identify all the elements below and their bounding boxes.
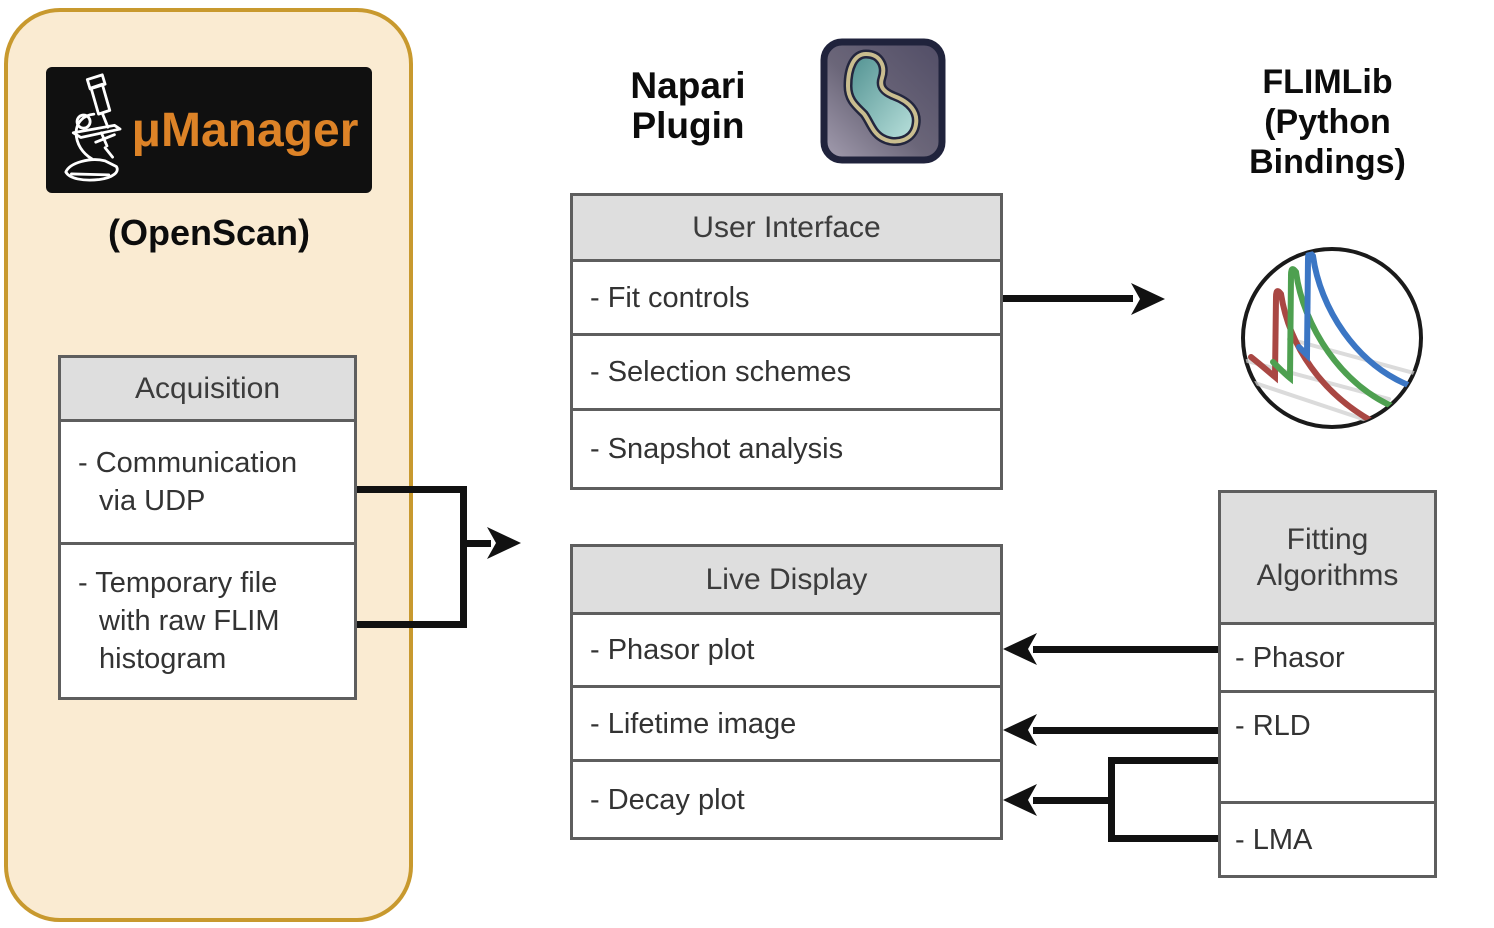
fitting-algorithms-header: Fitting Algorithms <box>1221 493 1434 625</box>
acquisition-box: Acquisition - Communication via UDP - Te… <box>58 355 357 700</box>
arrow-merged-to-decay-plot-head <box>1003 784 1037 816</box>
ld-item-phasor-plot: - Phasor plot <box>590 634 755 666</box>
connector-acquisition-bottom-line <box>357 621 467 628</box>
arrow-ui-to-flimlib-head <box>1131 283 1165 315</box>
ld-item-decay-plot: - Decay plot <box>573 759 1000 837</box>
ld-item-lifetime-image: - Lifetime image <box>573 685 1000 759</box>
connector-acquisition-vertical <box>460 486 467 628</box>
fa-item-lma: - LMA <box>1221 801 1434 875</box>
umanager-logo-text: μManager <box>131 103 359 157</box>
acquisition-header: Acquisition <box>61 358 354 422</box>
openscan-subtitle: (OpenScan) <box>107 212 311 253</box>
arrow-rld-to-lifetime-image-shaft <box>1033 727 1218 734</box>
acquisition-item-temp-file: - Temporary file with raw FLIM histogram <box>61 542 354 697</box>
user-interface-box: User Interface - Fit controls - Selectio… <box>570 193 1003 490</box>
arrow-phasor-to-phasor-plot-shaft <box>1033 646 1218 653</box>
napari-title: Napari Plugin <box>630 65 746 146</box>
connector-acquisition-top-line <box>357 486 467 493</box>
decay-curves-illustration <box>1241 247 1423 429</box>
fa-item-rld: - RLD <box>1221 690 1434 801</box>
arrow-acquisition-to-napari-head <box>487 527 521 559</box>
arrow-rld-to-lifetime-image-head <box>1003 714 1037 746</box>
connector-rld-branch-line <box>1108 757 1218 764</box>
connector-lma-branch-line <box>1108 835 1218 842</box>
fa-item-phasor: - Phasor <box>1235 641 1345 674</box>
napari-blob-icon <box>820 38 946 164</box>
live-display-header: Live Display <box>573 547 1000 615</box>
fitting-algorithms-box: Fitting Algorithms - Phasor - RLD - LMA <box>1218 490 1437 878</box>
arrow-merged-to-decay-plot-shaft <box>1033 797 1113 804</box>
live-display-box: Live Display - Phasor plot - Lifetime im… <box>570 544 1003 840</box>
microscope-icon <box>64 73 122 182</box>
flimlib-title: FLIMLib (Python Bindings) <box>1249 63 1406 181</box>
ui-item-selection-schemes: - Selection schemes <box>573 333 1000 408</box>
umanager-logo: μManager <box>46 67 372 193</box>
arrow-phasor-to-phasor-plot-head <box>1003 633 1037 665</box>
ui-item-fit-controls: - Fit controls <box>590 281 750 314</box>
arrow-acquisition-to-napari-shaft <box>465 540 491 547</box>
acquisition-item-communication: - Communication via UDP <box>78 447 298 517</box>
arrow-ui-to-flimlib-shaft <box>1003 295 1133 302</box>
ui-item-snapshot-analysis: - Snapshot analysis <box>573 408 1000 487</box>
user-interface-header: User Interface <box>573 196 1000 262</box>
